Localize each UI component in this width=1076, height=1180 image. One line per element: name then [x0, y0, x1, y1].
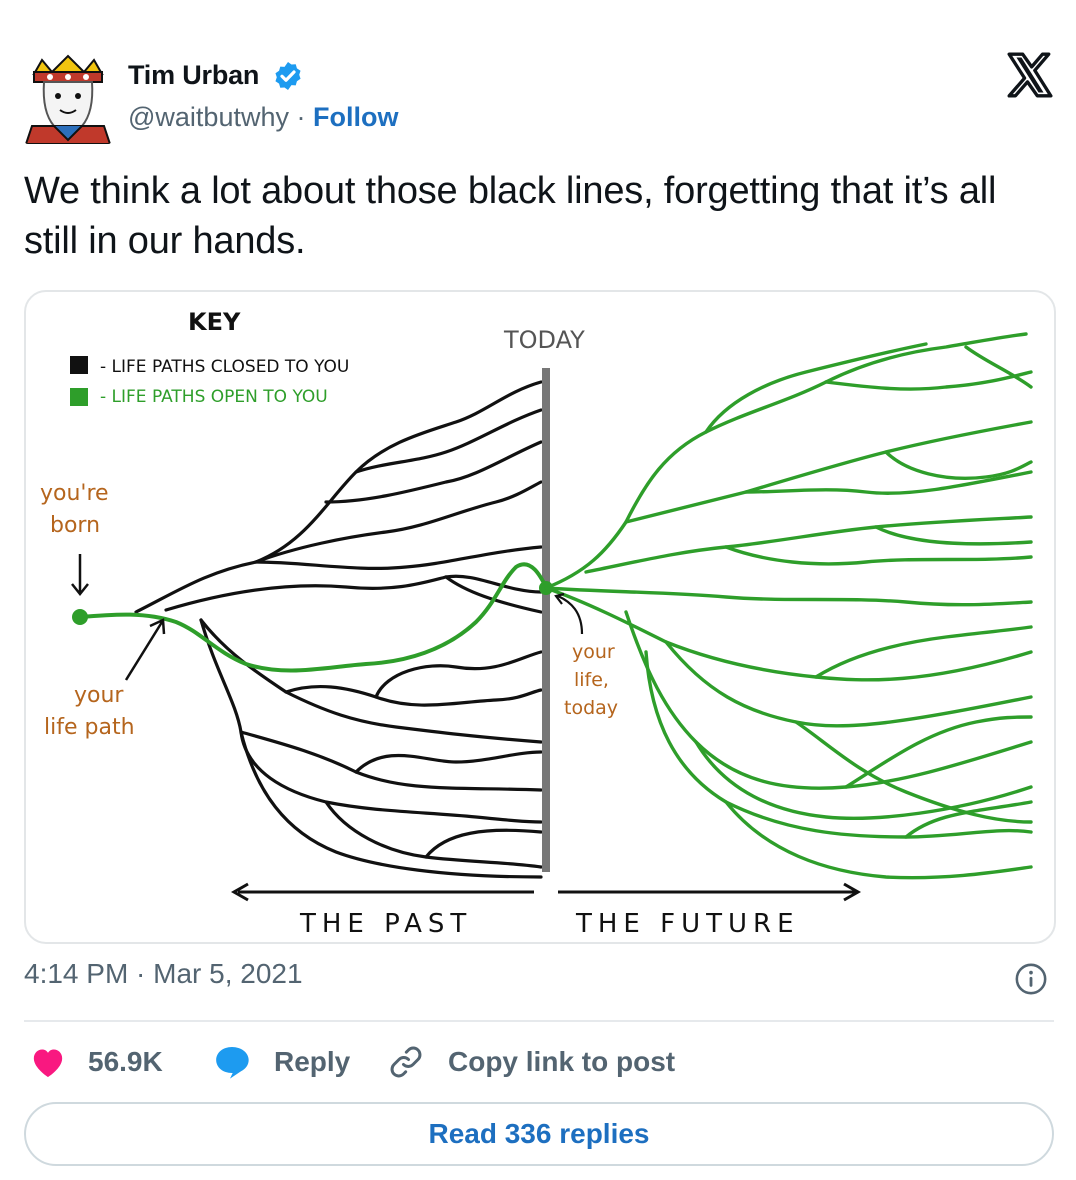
life-paths-illustration: KEY - LIFE PATHS CLOSED TO YOU - LIFE PA… [40, 308, 1033, 939]
reply-bubble-icon [216, 1047, 249, 1079]
today-life-label-2: life, [574, 669, 609, 691]
author-handle[interactable]: @waitbutwhy [128, 102, 289, 132]
past-label: THE PAST [299, 909, 472, 939]
like-button[interactable]: 56.9K [28, 1040, 163, 1084]
follow-link[interactable]: Follow [313, 102, 399, 132]
separator: · [296, 102, 306, 132]
birth-dot [72, 609, 88, 625]
key-open-label: - LIFE PATHS OPEN TO YOU [100, 387, 328, 407]
action-bar: 56.9K Reply Copy link to post [24, 1040, 1054, 1084]
x-logo-icon[interactable] [1004, 50, 1056, 100]
today-life-label-3: today [564, 697, 618, 719]
today-label: TODAY [503, 326, 585, 354]
verified-badge-icon [275, 62, 301, 90]
like-count: 56.9K [88, 1046, 163, 1077]
heart-icon [33, 1049, 63, 1077]
past-arrow [230, 882, 534, 902]
today-life-label-1: your [572, 641, 615, 663]
key-closed-swatch [70, 356, 88, 374]
reply-label: Reply [274, 1046, 351, 1077]
future-label: THE FUTURE [575, 909, 800, 939]
author-handle-row: @waitbutwhy · Follow [128, 102, 399, 133]
key-open-swatch [70, 388, 88, 406]
key-closed-label: - LIFE PATHS CLOSED TO YOU [100, 357, 349, 377]
info-icon[interactable] [1014, 962, 1048, 996]
avatar-king-card-icon [24, 52, 112, 144]
born-arrow [71, 554, 89, 597]
today-arrow [554, 592, 584, 635]
link-icon [390, 1046, 422, 1078]
closed-paths [134, 380, 543, 879]
tweet-timestamp[interactable]: 4:14 PM · Mar 5, 2021 [24, 958, 303, 989]
copy-link-button[interactable]: Copy link to post [386, 1040, 675, 1084]
reply-button[interactable]: Reply [212, 1040, 350, 1084]
born-label-2: born [50, 513, 100, 538]
your-life-path-line [78, 562, 548, 673]
read-replies-button[interactable]: Read 336 replies [24, 1102, 1054, 1166]
open-paths [544, 332, 1033, 880]
tweet-media[interactable]: KEY - LIFE PATHS CLOSED TO YOU - LIFE PA… [24, 290, 1056, 944]
path-label-2: life path [44, 715, 135, 740]
born-label-1: you're [40, 481, 109, 506]
author-name[interactable]: Tim Urban [128, 60, 260, 90]
divider [24, 1020, 1054, 1022]
future-arrow [558, 882, 862, 902]
path-label-1: your [74, 683, 124, 708]
tweet-text: We think a lot about those black lines, … [24, 170, 997, 262]
avatar[interactable] [24, 52, 112, 144]
copy-link-label: Copy link to post [448, 1046, 676, 1077]
path-arrow [124, 618, 166, 681]
key-title: KEY [188, 308, 241, 336]
